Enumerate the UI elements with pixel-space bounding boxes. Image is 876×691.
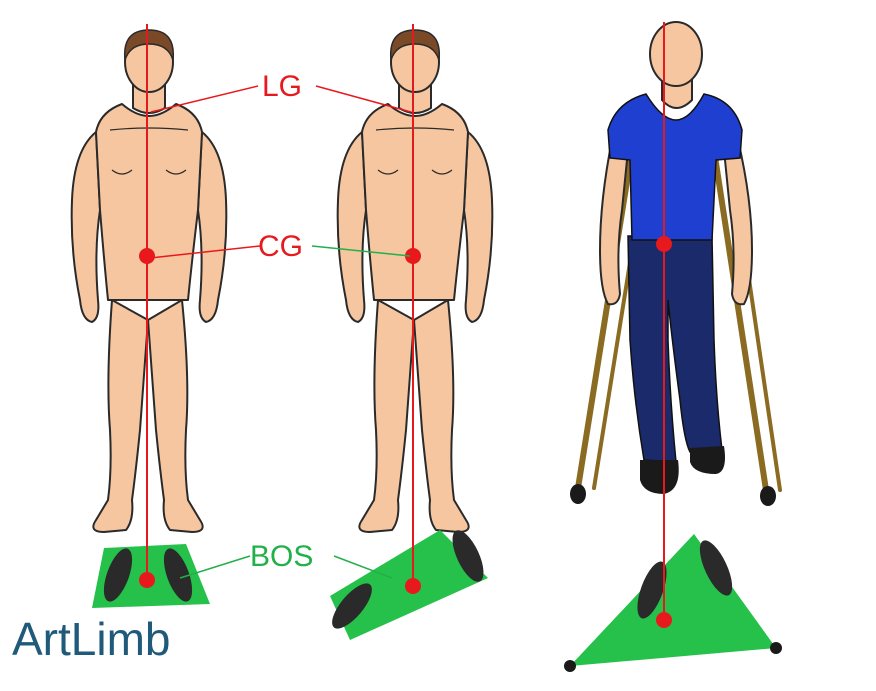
figure-feet-together <box>72 30 227 608</box>
label-base-of-support: BOS <box>250 540 313 573</box>
body <box>338 32 493 532</box>
figure-crutches <box>564 22 782 672</box>
figure-staggered-stance <box>326 30 493 640</box>
artlimb-logo: ArtLimb <box>12 616 170 662</box>
body <box>72 32 227 532</box>
pants <box>628 236 722 462</box>
label-center-of-gravity: CG <box>258 230 303 263</box>
base-of-support <box>570 534 776 666</box>
head <box>650 22 702 86</box>
label-line-of-gravity: LG <box>262 70 302 103</box>
